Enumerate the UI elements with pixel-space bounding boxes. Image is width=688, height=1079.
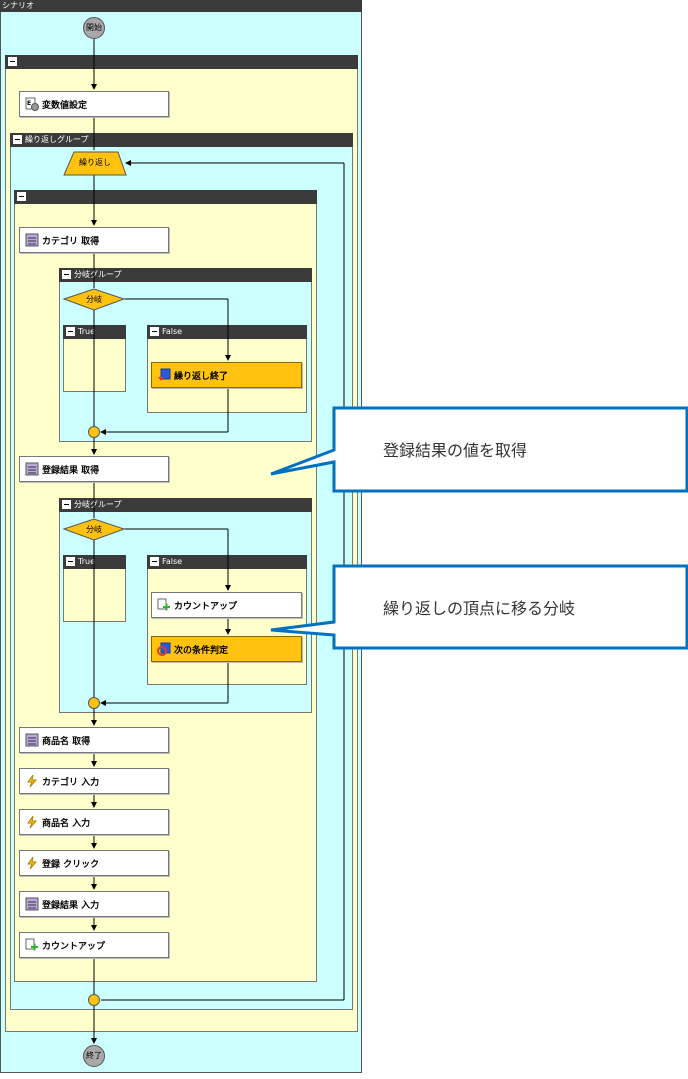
db-icon <box>25 462 39 476</box>
collapse-icon[interactable] <box>17 192 26 201</box>
lightning-icon <box>25 774 39 788</box>
branch-group-2-header[interactable]: 分岐グループ <box>59 498 312 512</box>
plus-icon <box>25 938 39 952</box>
category-get-node[interactable]: カテゴリ 取得 <box>19 227 169 253</box>
branch-1-false-header[interactable]: False <box>147 325 307 339</box>
category-input-node[interactable]: カテゴリ 入力 <box>19 768 169 794</box>
lightning-icon <box>25 856 39 870</box>
lightning-icon <box>25 815 39 829</box>
db-icon <box>25 733 39 747</box>
collapse-icon[interactable] <box>150 327 159 336</box>
next-condition-icon <box>157 642 171 656</box>
collapse-icon[interactable] <box>13 135 22 144</box>
loop-merge <box>88 994 100 1006</box>
outer-group-header[interactable] <box>5 55 358 69</box>
end-node[interactable]: 終了 <box>83 1045 105 1067</box>
loop-end-icon <box>157 368 171 382</box>
branch-2-diamond-shape <box>62 518 126 541</box>
variable-icon: E <box>25 97 39 111</box>
scenario-title: シナリオ <box>2 1 34 10</box>
callout-loop-text: 繰り返しの頂点に移る分岐 <box>383 599 576 618</box>
count-up-branch-node[interactable]: カウントアップ <box>151 592 302 618</box>
product-get-node[interactable]: 商品名 取得 <box>19 727 169 753</box>
collapse-icon[interactable] <box>8 57 17 66</box>
db-icon <box>25 233 39 247</box>
branch-group-1-header[interactable]: 分岐グループ <box>59 268 312 282</box>
plus-icon <box>157 598 171 612</box>
collapse-icon[interactable] <box>150 557 159 566</box>
collapse-icon[interactable] <box>66 557 75 566</box>
collapse-icon[interactable] <box>62 270 71 279</box>
result-get-node[interactable]: 登録結果 取得 <box>19 456 169 482</box>
loop-start-label[interactable]: 繰り返し <box>79 158 111 167</box>
next-condition-node[interactable]: 次の条件判定 <box>151 636 302 662</box>
branch-1-merge <box>88 426 100 438</box>
callout-result-text: 登録結果の値を取得 <box>383 441 528 460</box>
start-node[interactable]: 開始 <box>83 17 105 39</box>
db-icon <box>25 897 39 911</box>
branch-1-diamond-label[interactable]: 分岐 <box>86 295 102 304</box>
register-click-node[interactable]: 登録 クリック <box>19 850 169 876</box>
loop-end-node[interactable]: 繰り返し終了 <box>151 362 302 388</box>
branch-2-merge <box>88 697 100 709</box>
loop-inner-group-header[interactable] <box>14 190 317 204</box>
set-variable-node[interactable]: E 変数値設定 <box>19 91 169 117</box>
loop-group-header[interactable]: 繰り返しグループ <box>10 133 353 147</box>
loop-start-shape <box>63 151 127 176</box>
product-input-node[interactable]: 商品名 入力 <box>19 809 169 835</box>
branch-1-diamond-shape <box>62 288 126 311</box>
branch-group-2-title: 分岐グループ <box>74 500 122 509</box>
collapse-icon[interactable] <box>66 327 75 336</box>
svg-text:E: E <box>27 100 31 107</box>
branch-2-diamond-label[interactable]: 分岐 <box>86 525 102 534</box>
scenario-title-bar: シナリオ <box>0 0 362 12</box>
collapse-icon[interactable] <box>62 500 71 509</box>
loop-group-title: 繰り返しグループ <box>25 135 89 144</box>
result-input-node[interactable]: 登録結果 入力 <box>19 891 169 917</box>
branch-2-false-header[interactable]: False <box>147 555 307 569</box>
branch-group-1-title: 分岐グループ <box>74 270 122 279</box>
count-up-node[interactable]: カウントアップ <box>19 932 169 958</box>
